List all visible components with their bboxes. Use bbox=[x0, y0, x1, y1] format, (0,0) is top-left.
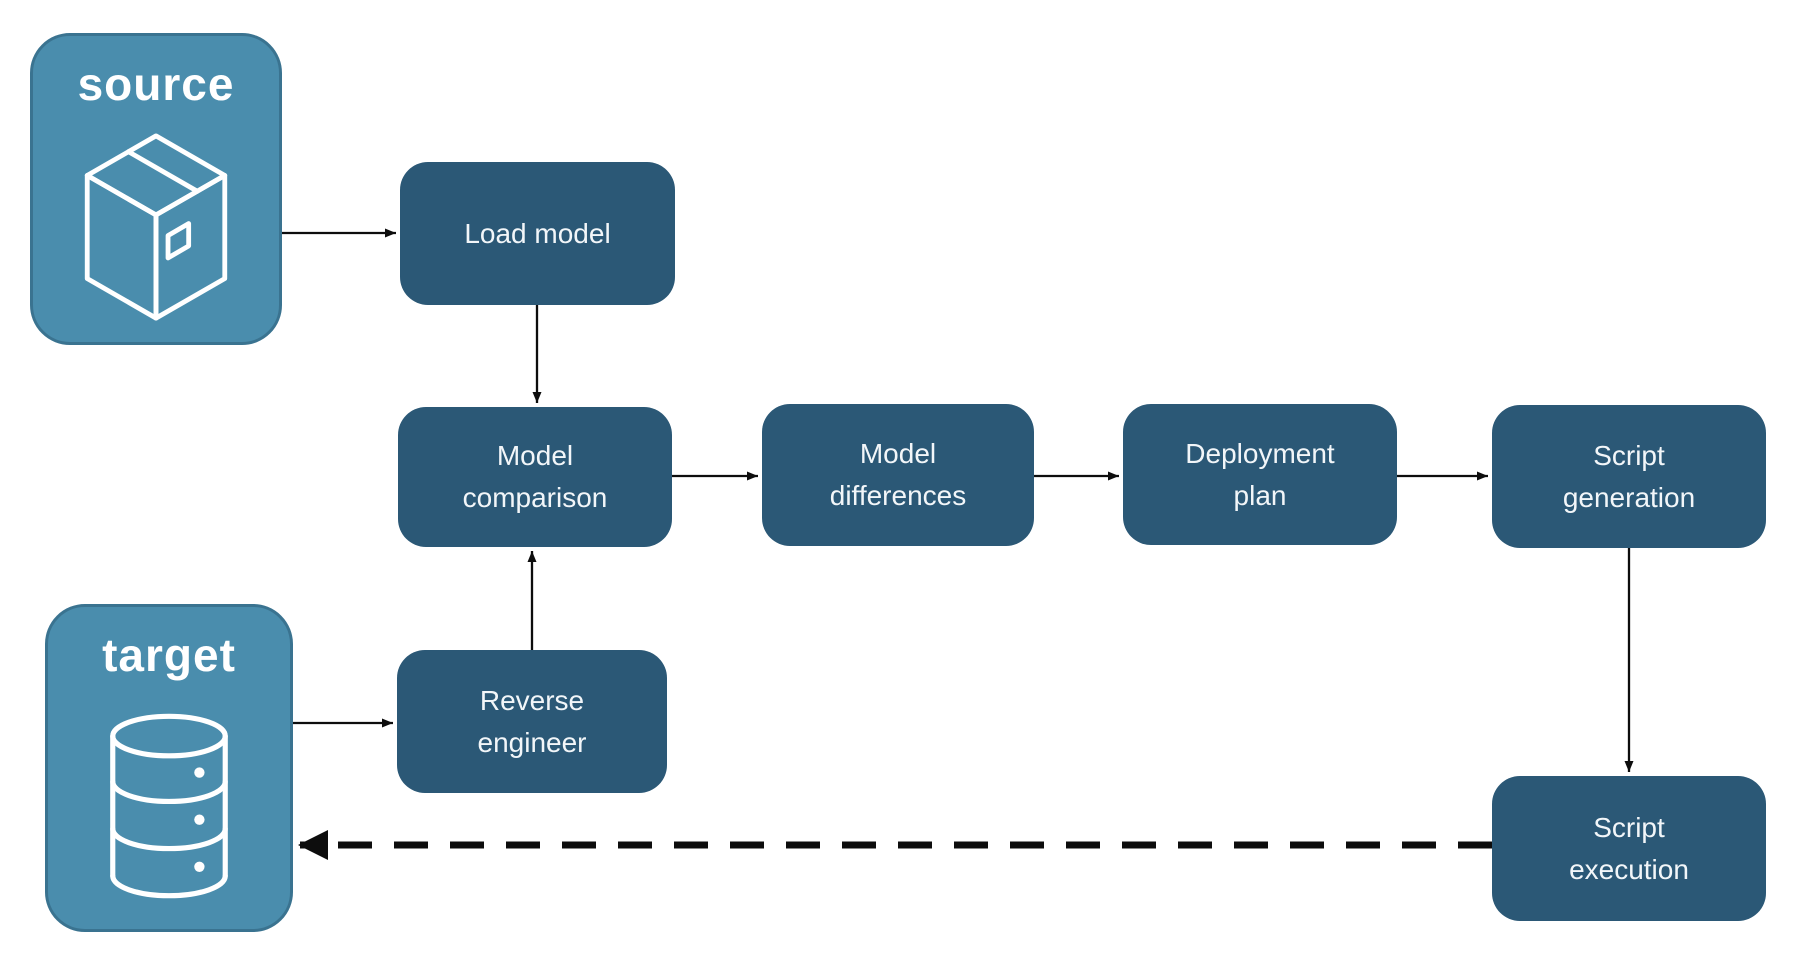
node-model-comparison: Model comparison bbox=[398, 407, 672, 547]
database-icon bbox=[48, 683, 290, 929]
node-reverse-engineer-label: Reverse engineer bbox=[477, 684, 587, 758]
target-endpoint: target bbox=[45, 604, 293, 932]
target-label: target bbox=[102, 629, 236, 681]
source-endpoint: source bbox=[30, 33, 282, 345]
node-script-generation: Script generation bbox=[1492, 405, 1766, 548]
node-model-differences: Model differences bbox=[762, 404, 1034, 546]
node-load-model-label: Load model bbox=[464, 217, 611, 249]
node-script-execution: Script execution bbox=[1492, 776, 1766, 921]
node-script-execution-label: Script execution bbox=[1569, 811, 1689, 885]
node-model-comparison-label: Model comparison bbox=[462, 440, 608, 513]
node-reverse-engineer: Reverse engineer bbox=[397, 650, 667, 793]
source-label: source bbox=[77, 58, 235, 110]
node-deployment-plan-label: Deployment plan bbox=[1185, 437, 1335, 511]
package-icon bbox=[33, 112, 279, 342]
node-model-differences-label: Model differences bbox=[829, 438, 967, 511]
node-script-generation-label: Script generation bbox=[1562, 439, 1696, 513]
node-deployment-plan: Deployment plan bbox=[1123, 404, 1397, 545]
node-load-model: Load model bbox=[400, 162, 675, 305]
